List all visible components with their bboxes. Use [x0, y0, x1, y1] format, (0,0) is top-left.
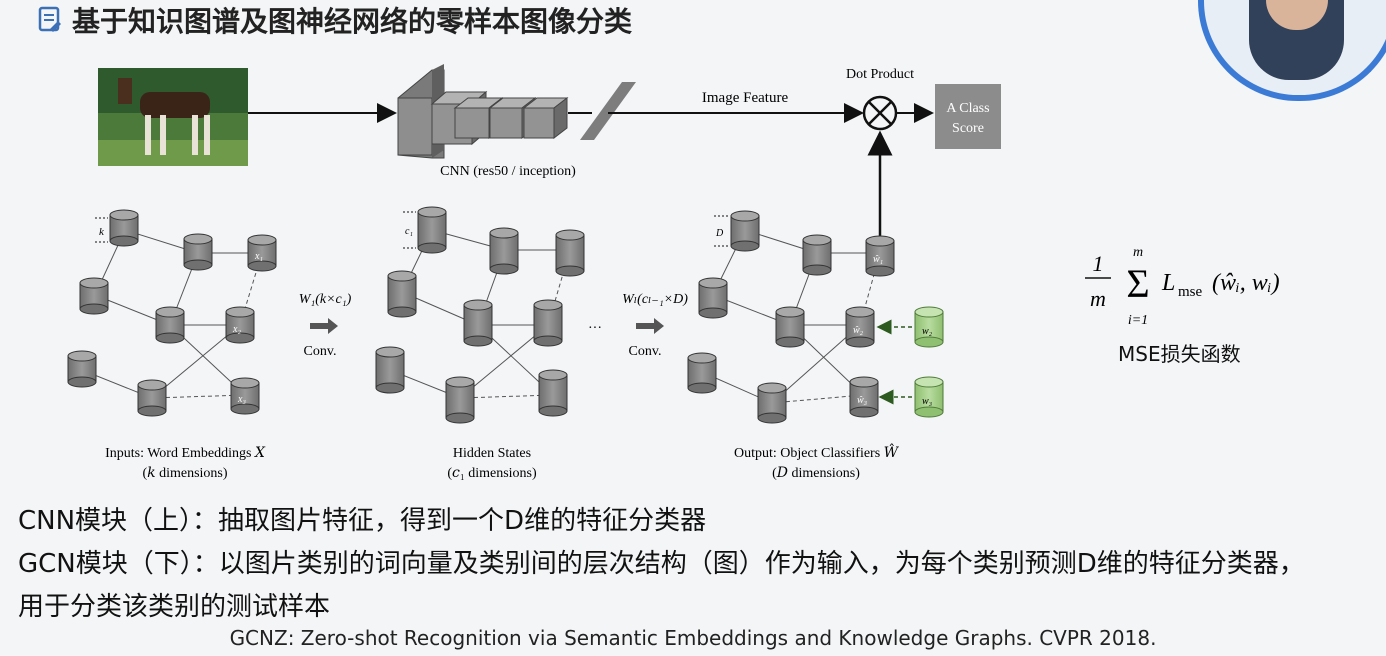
gcnz-diagram: CNN (res50 / inception) Image Feature Do… — [67, 64, 1280, 481]
conv1-arrow-icon — [310, 318, 338, 334]
node-w2hat-label: ŵ₂ — [853, 325, 864, 336]
class-score-box — [935, 84, 1001, 149]
formula-body: L — [1161, 270, 1175, 296]
input-image — [98, 68, 248, 166]
ground-truth-nodes — [914, 306, 944, 418]
class-score-line2: Score — [952, 121, 984, 136]
hidden-caption-line2: (𝑐₁ dimensions) — [447, 466, 537, 481]
dim-c1-label: c₁ — [405, 226, 413, 237]
conv2-label: Conv. — [629, 344, 662, 359]
output-nodes — [687, 210, 895, 424]
node-w3hat-label: ŵ₃ — [857, 395, 868, 406]
node-x3-label: x₃ — [237, 394, 246, 405]
dot-product-label: Dot Product — [846, 67, 914, 82]
output-caption-line1: Output: Object Classifiers 𝑊̂ — [734, 442, 900, 461]
node-x2-label: x₂ — [232, 324, 241, 335]
hidden-caption-line1: Hidden States — [453, 446, 531, 461]
conv2-weight: Wₗ(cₗ₋₁×D) — [622, 292, 688, 307]
document-icon — [38, 6, 61, 32]
output-caption-line2: (𝐷 dimensions) — [772, 466, 860, 481]
cnn-label: CNN (res50 / inception) — [440, 164, 576, 179]
formula-subscript: mse — [1178, 284, 1203, 300]
node-w3-label: w₃ — [922, 396, 933, 407]
node-w1hat-label: ŵ₁ — [873, 254, 883, 265]
dot-product-icon — [862, 95, 898, 131]
conv1-label: Conv. — [304, 344, 337, 359]
sigma-icon: Σ — [1126, 261, 1149, 306]
dim-D-label: D — [715, 228, 724, 239]
slide-title: 基于知识图谱及图神经网络的零样本图像分类 — [36, 0, 632, 40]
cnn-block — [397, 64, 569, 159]
formula-sum-bottom: i=1 — [1128, 313, 1148, 328]
citation: GCNZ: Zero-shot Recognition via Semantic… — [229, 626, 1157, 650]
mse-formula: 1 m m Σ i=1 L mse (ŵᵢ, wᵢ) — [1085, 245, 1280, 328]
class-score-line1: A Class — [946, 101, 989, 116]
formula-denominator: m — [1090, 286, 1106, 311]
node-w2-label: w₂ — [922, 326, 933, 337]
mse-label: MSE损失函数 — [1118, 342, 1241, 366]
hidden-nodes — [375, 206, 585, 424]
feature-slice — [580, 82, 636, 140]
presenter-avatar — [1198, 0, 1386, 101]
conv1-weight: W₁(k×c₁) — [299, 292, 352, 307]
gcn-bullet-cont: 用于分类该类别的测试样本 — [18, 592, 331, 622]
formula-sum-top: m — [1133, 245, 1143, 260]
formula-args: (ŵᵢ, wᵢ) — [1212, 270, 1280, 296]
page-title: 基于知识图谱及图神经网络的零样本图像分类 — [72, 5, 633, 38]
ellipsis: ··· — [588, 321, 602, 336]
gcn-bullet: GCN模块（下）：以图片类别的词向量及类别间的层次结构（图）作为输入，为每个类别… — [18, 549, 1305, 579]
cnn-bullet: CNN模块（上）：抽取图片特征，得到一个D维的特征分类器 — [18, 506, 707, 536]
input-nodes — [67, 209, 277, 417]
input-caption-line1: Inputs: Word Embeddings 𝑋 — [105, 446, 266, 461]
formula-numerator: 1 — [1093, 251, 1104, 276]
node-x1-label: x₁ — [254, 251, 263, 262]
input-caption-line2: (𝑘 dimensions) — [142, 466, 227, 481]
image-feature-label: Image Feature — [702, 90, 789, 106]
dim-k-label: k — [99, 226, 105, 238]
conv2-arrow-icon — [636, 318, 664, 334]
